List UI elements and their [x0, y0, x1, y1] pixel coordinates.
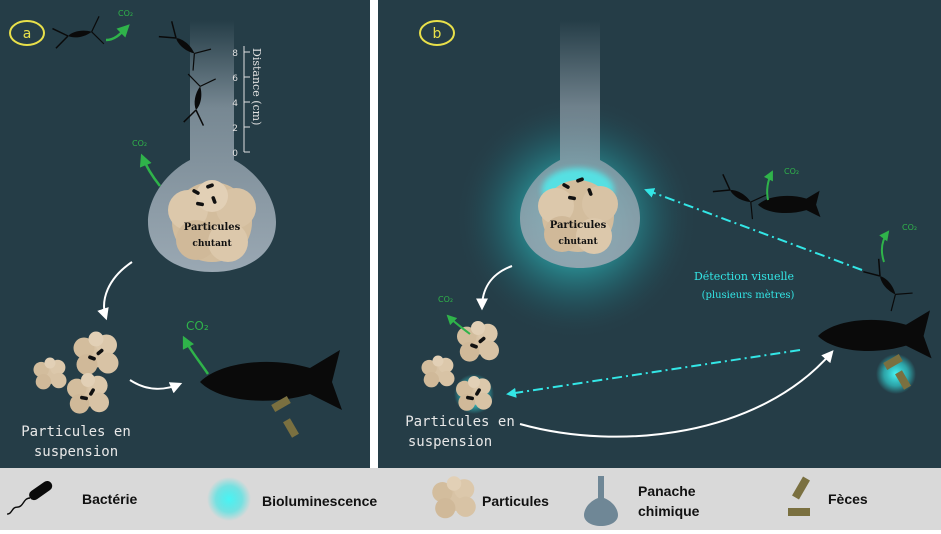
bioluminescence-icon: [207, 477, 251, 521]
axis-tick-label: 2: [232, 124, 238, 134]
panel-divider: [370, 0, 378, 468]
panel-a: a CO₂ Particules chutant CO₂: [0, 0, 370, 468]
sinking-particles: Particules chutant: [168, 180, 256, 262]
detection-label-line1: Détection visuelle: [694, 270, 794, 283]
legend: Bactérie Bioluminescence Particules Pana…: [0, 468, 941, 530]
axis-tick-label: 0: [232, 149, 238, 159]
bioluminescent-feces-icon: [876, 354, 916, 394]
panel-a-badge-letter: a: [23, 26, 32, 42]
co2-label: CO₂: [438, 295, 453, 304]
axis-tick-label: 4: [232, 99, 238, 109]
legend-label: Bactérie: [82, 491, 137, 507]
axis-tick-label: 8: [232, 49, 238, 59]
co2-label: CO₂: [118, 9, 133, 18]
plume-label-line2: chutant: [192, 239, 232, 249]
suspension-label-line2: suspension: [408, 434, 492, 450]
plume-label-line2: chutant: [558, 237, 598, 247]
legend-label: Fèces: [828, 491, 868, 507]
suspension-label-line1: Particules en: [405, 414, 515, 430]
plume-label-line1: Particules: [184, 222, 241, 233]
axis-title: Distance (cm): [250, 48, 263, 125]
suspension-label-line1: Particules en: [21, 424, 131, 440]
panel-b-badge-letter: b: [433, 26, 442, 42]
co2-label: CO₂: [902, 223, 917, 232]
suspension-label-line2: suspension: [34, 444, 118, 460]
axis-tick-label: 6: [232, 74, 238, 84]
legend-label: Bioluminescence: [262, 493, 377, 509]
legend-label-line2: chimique: [638, 503, 700, 519]
co2-label: CO₂: [186, 319, 209, 333]
plume-label-line1: Particules: [550, 220, 607, 231]
panel-b: b Particules chutant CO₂ CO₂: [378, 0, 941, 468]
co2-label: CO₂: [132, 139, 147, 148]
legend-label: Particules: [482, 493, 549, 509]
legend-label-line1: Panache: [638, 483, 696, 499]
co2-label: CO₂: [784, 167, 799, 176]
detection-label-line2: (plusieurs mètres): [702, 290, 795, 301]
